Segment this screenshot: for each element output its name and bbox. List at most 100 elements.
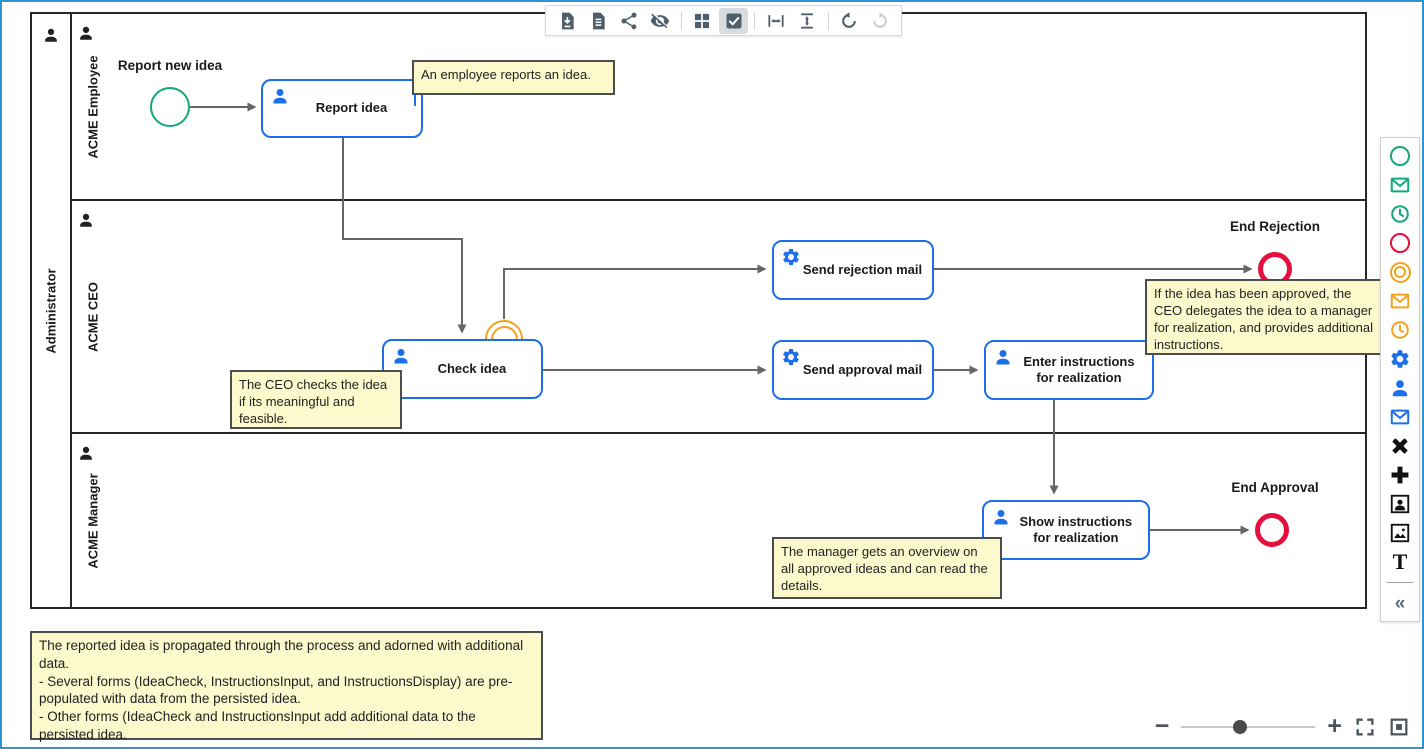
save-file-button[interactable] — [552, 8, 581, 34]
palette-exclusive-gateway[interactable] — [1387, 434, 1413, 458]
flow-boundary-to-rejection[interactable] — [503, 264, 767, 319]
image-icon — [1390, 523, 1410, 543]
gear-icon — [1391, 350, 1409, 368]
task-label: Show instructions for realization — [1019, 513, 1133, 545]
task-label: Enter instructions for realization — [1023, 353, 1135, 385]
palette-text-tool[interactable]: T — [1387, 550, 1413, 574]
annotation-idea-propagation[interactable]: The reported idea is propagated through … — [30, 631, 543, 742]
lane-acme-employee[interactable]: ACME Employee — [72, 14, 1365, 201]
fullscreen-button[interactable] — [1354, 716, 1376, 738]
person-icon — [80, 446, 92, 460]
start-event-icon — [1390, 146, 1410, 166]
palette-timer-intermediate-event[interactable] — [1387, 318, 1413, 342]
share-button[interactable] — [614, 8, 643, 34]
toolbar — [545, 5, 902, 36]
horizontal-distribute-icon — [768, 14, 784, 27]
square-in-square-icon — [1390, 718, 1408, 735]
user-icon — [1392, 380, 1408, 397]
zoom-slider[interactable] — [1181, 719, 1316, 734]
checkbox-checked-icon — [726, 13, 742, 28]
text-tool-icon: T — [1392, 549, 1408, 574]
lane-acme-ceo[interactable]: ACME CEO — [72, 201, 1365, 434]
gear-icon — [783, 349, 799, 365]
redo-icon — [873, 11, 888, 28]
checkbox-button[interactable] — [718, 7, 749, 34]
collapse-icon: « — [1394, 592, 1406, 614]
palette-user-image[interactable] — [1387, 492, 1413, 516]
task-send-approval-mail[interactable]: Send approval mail — [772, 340, 934, 400]
task-show-instructions[interactable]: Show instructions for realization — [982, 500, 1150, 560]
person-icon — [80, 26, 92, 40]
zoom-slider-knob[interactable] — [1233, 719, 1248, 734]
share-icon — [621, 12, 637, 29]
end-rejection-label: End Rejection — [1229, 219, 1320, 234]
undo-icon — [842, 11, 856, 28]
task-send-rejection-mail[interactable]: Send rejection mail — [772, 240, 934, 300]
start-event[interactable] — [150, 87, 190, 127]
lane-acme-manager[interactable]: ACME Manager — [72, 434, 1365, 607]
task-label: Check idea — [437, 360, 507, 376]
task-check-idea[interactable]: Check idea — [382, 339, 543, 399]
gear-icon — [783, 249, 799, 265]
document-button[interactable] — [583, 8, 612, 34]
zoom-controls: − + — [1155, 714, 1410, 739]
person-icon — [45, 28, 57, 42]
user-icon — [996, 350, 1010, 365]
start-event-label: Report new idea — [117, 58, 223, 73]
eye-off-icon — [651, 13, 670, 28]
annotation-ceo-delegates[interactable]: If the idea has been approved, the CEO d… — [1145, 279, 1385, 355]
redo-button[interactable] — [866, 8, 895, 34]
fit-view-button[interactable] — [1388, 716, 1410, 738]
collapse-palette-button[interactable]: « — [1387, 591, 1413, 615]
palette-user-task[interactable] — [1387, 376, 1413, 400]
clock-icon — [1391, 321, 1409, 339]
annotation-manager-overview[interactable]: The manager gets an overview on all appr… — [772, 537, 1002, 599]
save-file-icon — [561, 12, 574, 29]
palette: T « — [1380, 137, 1420, 622]
flow-report-to-check[interactable] — [342, 138, 467, 334]
task-label: Send rejection mail — [802, 261, 923, 277]
undo-button[interactable] — [835, 8, 864, 34]
grid-icon — [695, 13, 710, 28]
end-event-icon — [1390, 233, 1410, 253]
palette-parallel-gateway[interactable] — [1387, 463, 1413, 487]
annotation-employee-reports[interactable]: An employee reports an idea. — [412, 60, 615, 95]
palette-image[interactable] — [1387, 521, 1413, 545]
grid-button[interactable] — [688, 8, 717, 34]
user-icon — [273, 89, 287, 104]
association-line[interactable] — [414, 94, 416, 106]
palette-timer-start-event[interactable] — [1387, 202, 1413, 226]
toolbar-separator — [680, 11, 682, 30]
palette-send-task[interactable] — [1387, 405, 1413, 429]
palette-end-event[interactable] — [1387, 231, 1413, 255]
user-icon — [394, 349, 408, 364]
zoom-in-button[interactable]: + — [1327, 712, 1342, 740]
end-event-approval[interactable] — [1255, 513, 1289, 547]
user-icon — [994, 510, 1008, 525]
pool-header[interactable]: Administrator — [32, 14, 72, 607]
message-icon — [1390, 177, 1410, 193]
message-icon — [1390, 409, 1410, 425]
message-icon — [1390, 293, 1410, 309]
fullscreen-icon — [1356, 717, 1374, 736]
palette-divider — [1387, 582, 1413, 583]
palette-start-event[interactable] — [1387, 144, 1413, 168]
zoom-out-button[interactable]: − — [1154, 712, 1170, 740]
palette-message-start-event[interactable] — [1387, 173, 1413, 197]
distribute-horizontal-button[interactable] — [761, 8, 790, 34]
plus-gateway-icon — [1391, 466, 1409, 484]
distribute-vertical-button[interactable] — [792, 8, 821, 34]
palette-service-task[interactable] — [1387, 347, 1413, 371]
task-enter-instructions[interactable]: Enter instructions for realization — [984, 340, 1154, 400]
task-report-idea[interactable]: Report idea — [261, 79, 423, 138]
document-icon — [592, 12, 605, 29]
task-label: Send approval mail — [802, 361, 923, 377]
end-approval-label: End Approval — [1231, 480, 1319, 495]
palette-message-intermediate-event[interactable] — [1387, 289, 1413, 313]
palette-intermediate-event[interactable] — [1387, 260, 1413, 284]
x-gateway-icon — [1392, 438, 1408, 454]
hide-button[interactable] — [646, 8, 675, 34]
annotation-ceo-checks[interactable]: The CEO checks the idea if its meaningfu… — [230, 370, 402, 429]
